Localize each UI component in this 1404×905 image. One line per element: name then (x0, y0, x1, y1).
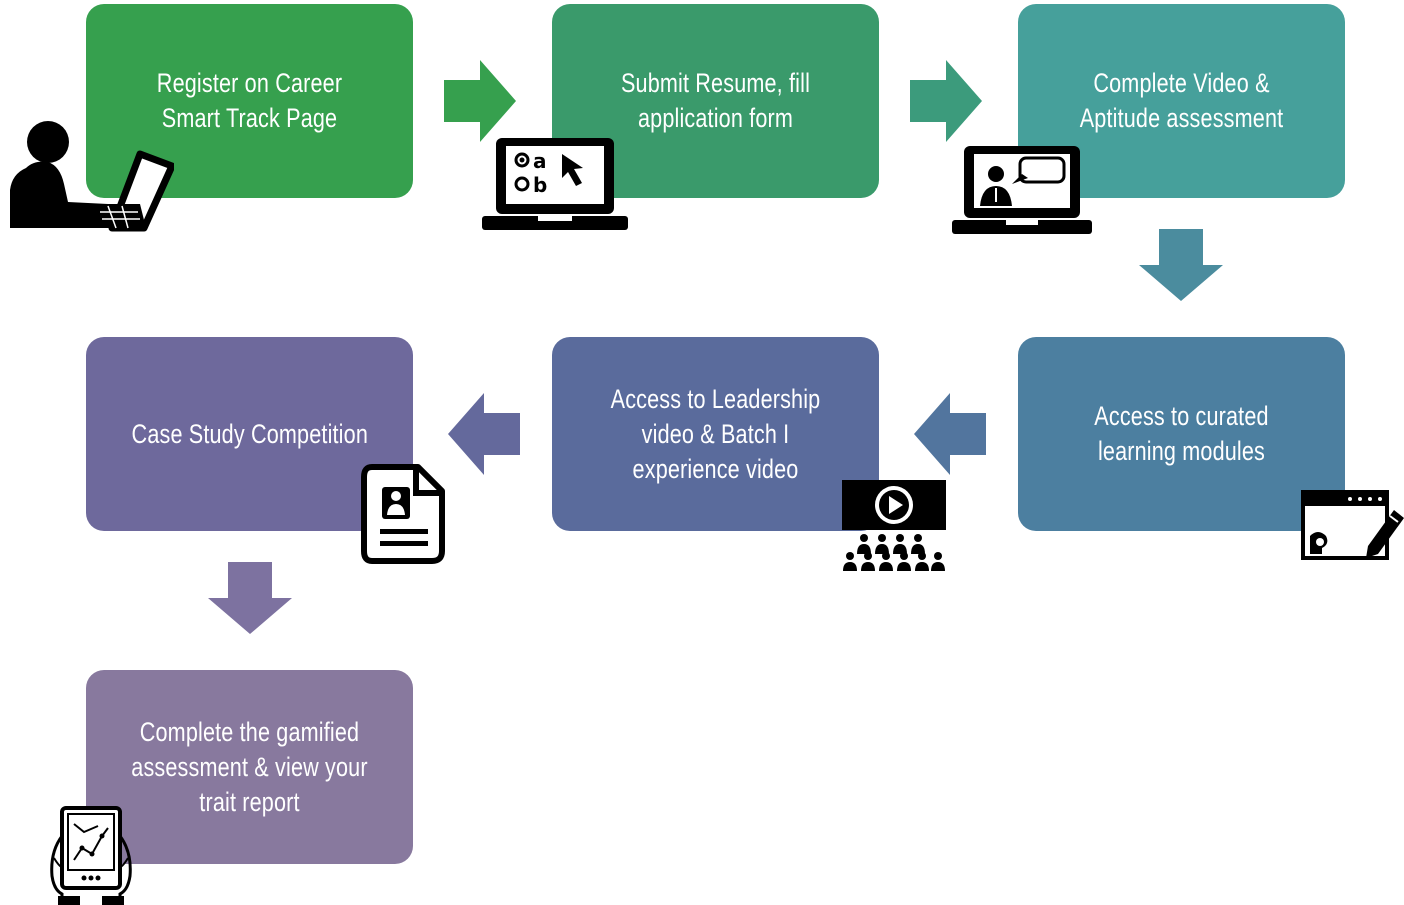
step-6-label: Case Study Competition (131, 418, 368, 449)
step-5-leadership-video: Access to Leadership video & Batch I exp… (552, 337, 879, 531)
step-4-label: Access to curated learning modules (1094, 401, 1269, 466)
arrow-down-1 (1139, 229, 1223, 301)
step-6-case-study: Case Study Competition (86, 337, 413, 531)
step-7-gamified-assessment: Complete the gamified assessment & view … (86, 670, 413, 864)
step-5-label: Access to Leadership video & Batch I exp… (610, 383, 821, 484)
svg-text:a: a (533, 149, 547, 173)
tablet-hands-icon (50, 806, 132, 905)
edit-window-icon (1301, 490, 1404, 560)
step-3-label: Complete Video & Aptitude assessment (1079, 68, 1284, 133)
laptop-video-call-icon (952, 146, 1092, 234)
person-laptop-icon (10, 121, 174, 232)
step-2-label: Submit Resume, fill application form (620, 68, 811, 133)
step-4-learning-modules: Access to curated learning modules (1018, 337, 1345, 531)
step-1-label: Register on Career Smart Track Page (156, 68, 343, 133)
video-audience-icon (842, 480, 946, 571)
arrow-left-2 (448, 393, 520, 475)
arrow-down-2 (208, 562, 292, 634)
step-7-label: Complete the gamified assessment & view … (131, 716, 368, 817)
profile-document-icon (361, 464, 445, 564)
svg-text:b: b (533, 173, 547, 197)
arrow-right-1 (444, 60, 516, 142)
arrow-right-2 (910, 60, 982, 142)
arrow-left-1 (914, 393, 986, 475)
laptop-quiz-icon: a b (482, 138, 628, 230)
